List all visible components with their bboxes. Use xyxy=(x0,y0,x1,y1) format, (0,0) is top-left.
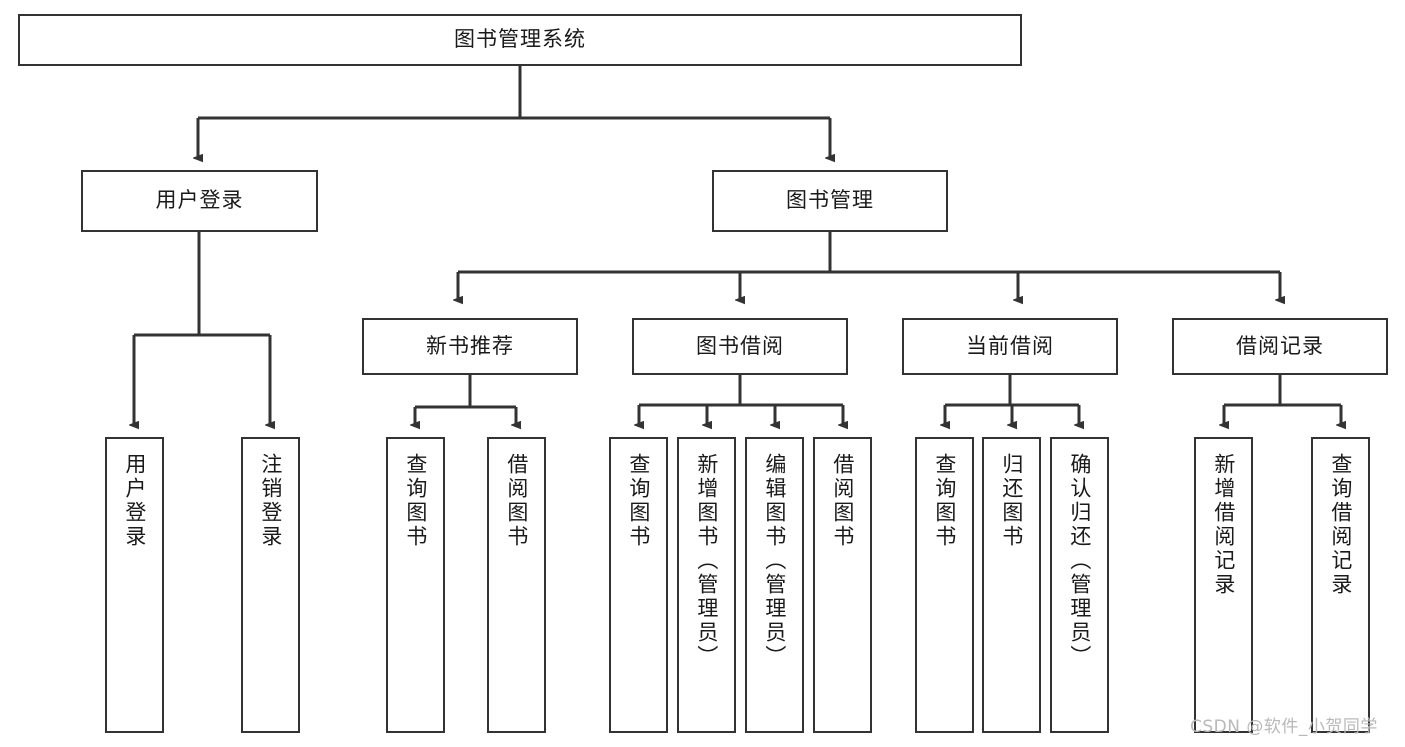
node-leaf-confirm-return-label: 确认归还（管理员） xyxy=(1067,453,1092,669)
node-leaf-edit-book-label: 编辑图书（管理员） xyxy=(762,453,787,669)
node-current-borrow[interactable]: 当前借阅 xyxy=(902,318,1118,375)
node-leaf-add-record-label: 新增借阅记录 xyxy=(1211,453,1236,597)
node-book-manage[interactable]: 图书管理 xyxy=(712,170,948,232)
node-leaf-user-logout-label: 注销登录 xyxy=(258,453,283,549)
node-leaf-add-record[interactable]: 新增借阅记录 xyxy=(1194,437,1253,733)
node-leaf-add-book[interactable]: 新增图书（管理员） xyxy=(677,437,736,733)
node-leaf-add-book-label: 新增图书（管理员） xyxy=(694,453,719,669)
node-leaf-query-book-1-label: 查询图书 xyxy=(403,453,428,549)
node-book-manage-label: 图书管理 xyxy=(786,188,874,213)
node-borrow-record[interactable]: 借阅记录 xyxy=(1172,318,1388,375)
node-borrow-record-label: 借阅记录 xyxy=(1236,333,1324,358)
node-leaf-user-login[interactable]: 用户登录 xyxy=(105,437,164,733)
node-leaf-query-book-2[interactable]: 查询图书 xyxy=(609,437,668,733)
node-leaf-query-book-1[interactable]: 查询图书 xyxy=(386,437,445,733)
node-leaf-query-book-3[interactable]: 查询图书 xyxy=(915,437,974,733)
node-new-book-rec[interactable]: 新书推荐 xyxy=(362,318,578,375)
node-leaf-return-book-label: 归还图书 xyxy=(999,453,1024,549)
node-leaf-user-logout[interactable]: 注销登录 xyxy=(241,437,300,733)
node-leaf-query-book-3-label: 查询图书 xyxy=(932,453,957,549)
node-leaf-borrow-book-1[interactable]: 借阅图书 xyxy=(487,437,546,733)
node-book-borrow-label: 图书借阅 xyxy=(696,333,784,358)
node-leaf-borrow-book-2[interactable]: 借阅图书 xyxy=(813,437,872,733)
node-leaf-query-record[interactable]: 查询借阅记录 xyxy=(1311,437,1370,733)
node-current-borrow-label: 当前借阅 xyxy=(966,333,1054,358)
node-root[interactable]: 图书管理系统 xyxy=(18,14,1022,66)
watermark: CSDN @软件_小贺同学 xyxy=(1190,717,1378,737)
node-leaf-return-book[interactable]: 归还图书 xyxy=(982,437,1041,733)
node-leaf-confirm-return[interactable]: 确认归还（管理员） xyxy=(1050,437,1109,733)
node-root-label: 图书管理系统 xyxy=(454,27,586,52)
node-leaf-edit-book[interactable]: 编辑图书（管理员） xyxy=(745,437,804,733)
node-book-borrow[interactable]: 图书借阅 xyxy=(632,318,848,375)
node-user-login-label: 用户登录 xyxy=(155,188,244,213)
node-leaf-user-login-label: 用户登录 xyxy=(122,453,147,549)
node-leaf-borrow-book-1-label: 借阅图书 xyxy=(504,453,529,549)
node-user-login[interactable]: 用户登录 xyxy=(81,170,318,232)
node-new-book-rec-label: 新书推荐 xyxy=(426,333,514,358)
node-leaf-borrow-book-2-label: 借阅图书 xyxy=(830,453,855,549)
node-leaf-query-book-2-label: 查询图书 xyxy=(626,453,651,549)
node-leaf-query-record-label: 查询借阅记录 xyxy=(1328,453,1353,597)
